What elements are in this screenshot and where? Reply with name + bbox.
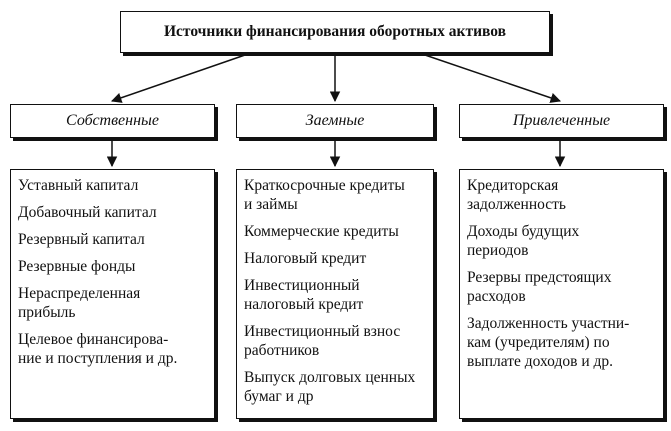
list-item: Инвестиционный взнос работников bbox=[244, 323, 401, 359]
list-item: Коммерческие кредиты bbox=[244, 223, 399, 240]
list-item: Добавочный капитал bbox=[18, 204, 157, 221]
list-item: Нераспределенная прибыль bbox=[18, 285, 141, 321]
list-item: Резервные фонды bbox=[18, 258, 136, 275]
list-attracted: Кредиторская задолженность Доходы будущи… bbox=[459, 169, 664, 419]
category-own: Собственные bbox=[10, 104, 215, 138]
list-item: Краткосрочные кредиты и займы bbox=[244, 177, 405, 213]
list-own: Уставный капитал Добавочный капитал Резе… bbox=[10, 169, 215, 419]
list-item: Инвестиционный налоговый кредит bbox=[244, 277, 364, 313]
list-item: Задолженность участни- кам (учредителям)… bbox=[467, 315, 630, 370]
list-item: Доходы будущих периодов bbox=[467, 223, 580, 259]
list-item: Уставный капитал bbox=[18, 177, 139, 194]
arrow-title-to-own bbox=[111, 54, 246, 103]
arrow-title-to-attracted bbox=[424, 54, 561, 103]
list-borrowed: Краткосрочные кредиты и займы Коммерческ… bbox=[236, 169, 434, 419]
category-borrowed: Заемные bbox=[236, 104, 434, 138]
diagram-title: Источники финансирования оборотных актив… bbox=[120, 11, 550, 53]
list-item: Резервы предстоящих расходов bbox=[467, 269, 612, 305]
list-item: Целевое финансирова- ние и поступления и… bbox=[18, 331, 178, 367]
list-item: Налоговый кредит bbox=[244, 250, 367, 267]
category-attracted: Привлеченные bbox=[459, 104, 664, 138]
list-item: Выпуск долговых ценных бумаг и др bbox=[244, 369, 416, 405]
list-item: Резервный капитал bbox=[18, 231, 145, 248]
list-item: Кредиторская задолженность bbox=[467, 177, 567, 213]
